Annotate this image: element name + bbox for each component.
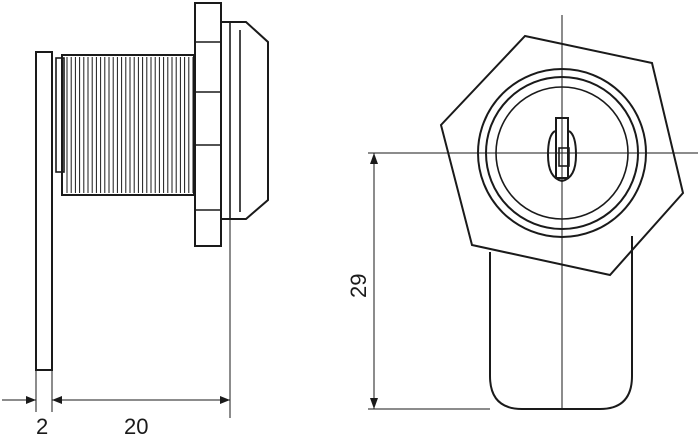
side-dimension-line [2, 396, 230, 404]
front-bezel [220, 21, 269, 220]
threaded-body [55, 54, 195, 196]
body-length-label: 20 [124, 414, 148, 438]
mounting-nut [194, 2, 222, 247]
front-view [368, 15, 698, 410]
plate-thickness-label: 2 [36, 414, 48, 438]
hex-flange [439, 34, 685, 277]
side-view [35, 2, 269, 418]
vertical-dimension-line [370, 153, 378, 409]
center-offset-label: 29 [346, 274, 371, 298]
cam-plate [35, 51, 53, 371]
cam-tongue [489, 236, 633, 410]
